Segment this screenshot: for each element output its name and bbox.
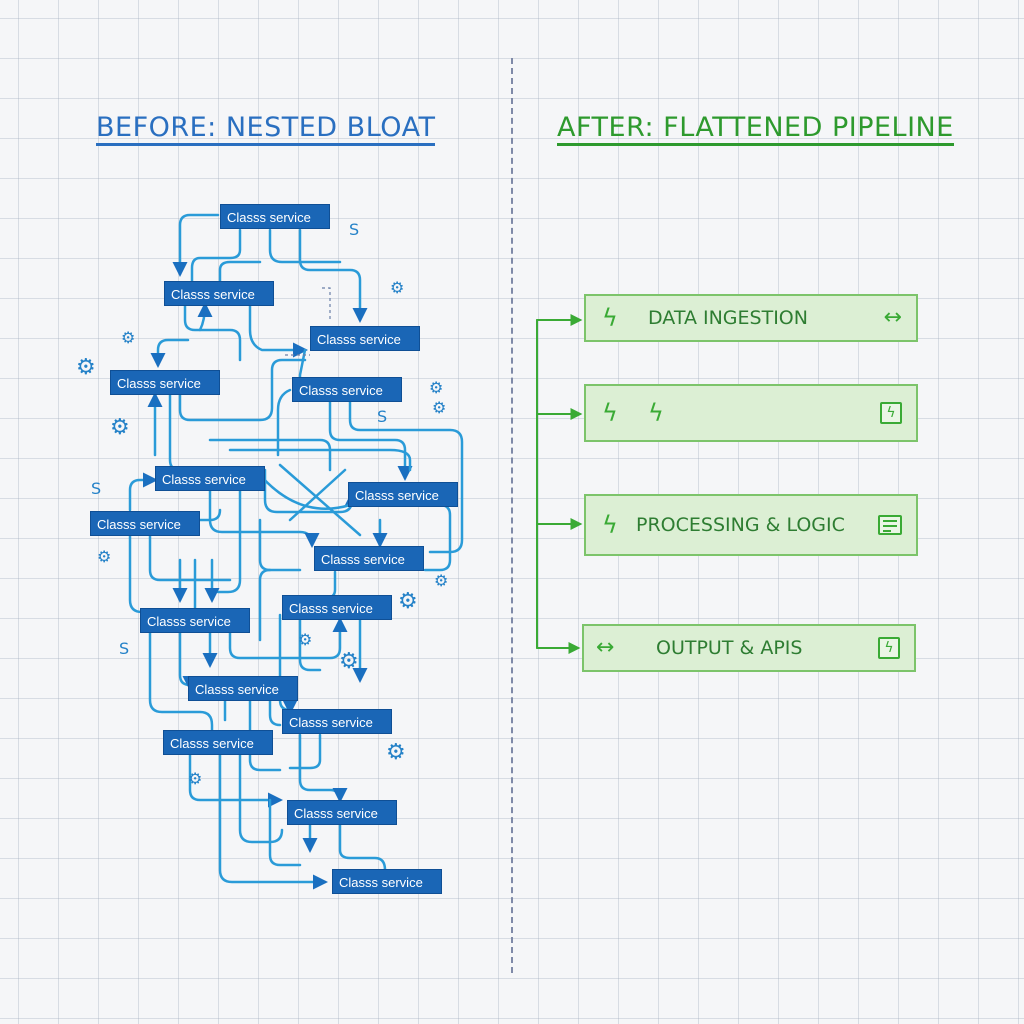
class-service-box: Classs service <box>282 595 392 620</box>
lightning-icon: ϟ <box>602 399 618 427</box>
class-service-box: Classs service <box>110 370 220 395</box>
class-service-box: Classs service <box>90 511 200 536</box>
gear-icon: ⚙ <box>386 740 406 765</box>
document-bolt-icon: ϟ <box>880 402 902 424</box>
class-service-box: Classs service <box>155 466 265 491</box>
gear-icon: ⚙ <box>76 355 96 380</box>
double-arrow-icon: ↔ <box>883 305 902 330</box>
gear-icon: ⚙ <box>298 630 313 649</box>
class-service-box: Classs service <box>287 800 397 825</box>
class-service-box: Classs service <box>314 546 424 571</box>
gear-icon: ⚙ <box>97 547 112 566</box>
pipeline-stage-2: ϟ ϟ ϟ <box>584 384 918 442</box>
lightning-icon: ϟ <box>648 399 664 427</box>
class-service-box: Classs service <box>348 482 458 507</box>
gear-icon: ⚙ <box>429 378 444 397</box>
stage-label: PROCESSING & LOGIC <box>636 514 845 536</box>
class-service-box: Classs service <box>292 377 402 402</box>
gear-icon: ⚙ <box>188 769 203 788</box>
nested-bloat-diagram: Classs service Classs service Classs ser… <box>76 204 464 894</box>
stage-label: DATA INGESTION <box>648 307 808 329</box>
pipeline-stage-data-ingestion: ϟ DATA INGESTION ↔ <box>584 294 918 342</box>
flattened-pipeline-diagram: ϟ DATA INGESTION ↔ ϟ ϟ ϟ ϟ PROCESSING & … <box>520 0 1024 1024</box>
gear-icon: ⚙ <box>398 589 418 614</box>
gear-icon: ⚙ <box>390 278 405 297</box>
double-arrow-icon: ↔ <box>596 635 615 660</box>
list-icon <box>878 515 902 535</box>
gear-icon: ⚙ <box>432 398 447 417</box>
stray-s-glyph: S <box>91 479 102 498</box>
gear-icon: ⚙ <box>339 649 359 674</box>
stage-label: OUTPUT & APIS <box>656 637 803 659</box>
gear-icon: ⚙ <box>110 415 130 440</box>
lightning-icon: ϟ <box>602 304 618 332</box>
class-service-box: Classs service <box>310 326 420 351</box>
class-service-box: Classs service <box>282 709 392 734</box>
document-bolt-icon: ϟ <box>878 637 900 659</box>
class-service-box: Classs service <box>220 204 330 229</box>
pipeline-stage-processing-logic: ϟ PROCESSING & LOGIC <box>584 494 918 556</box>
class-service-box: Classs service <box>332 869 442 894</box>
gear-icon: ⚙ <box>121 328 136 347</box>
pipeline-stage-output-apis: ↔ OUTPUT & APIS ϟ <box>582 624 916 672</box>
class-service-box: Classs service <box>140 608 250 633</box>
class-service-box: Classs service <box>164 281 274 306</box>
after-heading: AFTER: FLATTENED PIPELINE <box>557 112 954 146</box>
stray-s-glyph: S <box>119 639 130 658</box>
section-divider <box>511 58 513 973</box>
gear-icon: ⚙ <box>434 571 449 590</box>
class-service-box: Classs service <box>188 676 298 701</box>
pipeline-connectors <box>536 314 583 654</box>
stray-s-glyph: S <box>349 220 360 239</box>
class-service-box: Classs service <box>163 730 273 755</box>
lightning-icon: ϟ <box>602 511 618 539</box>
before-heading: BEFORE: NESTED BLOAT <box>96 112 436 146</box>
stray-s-glyph: S <box>377 407 388 426</box>
